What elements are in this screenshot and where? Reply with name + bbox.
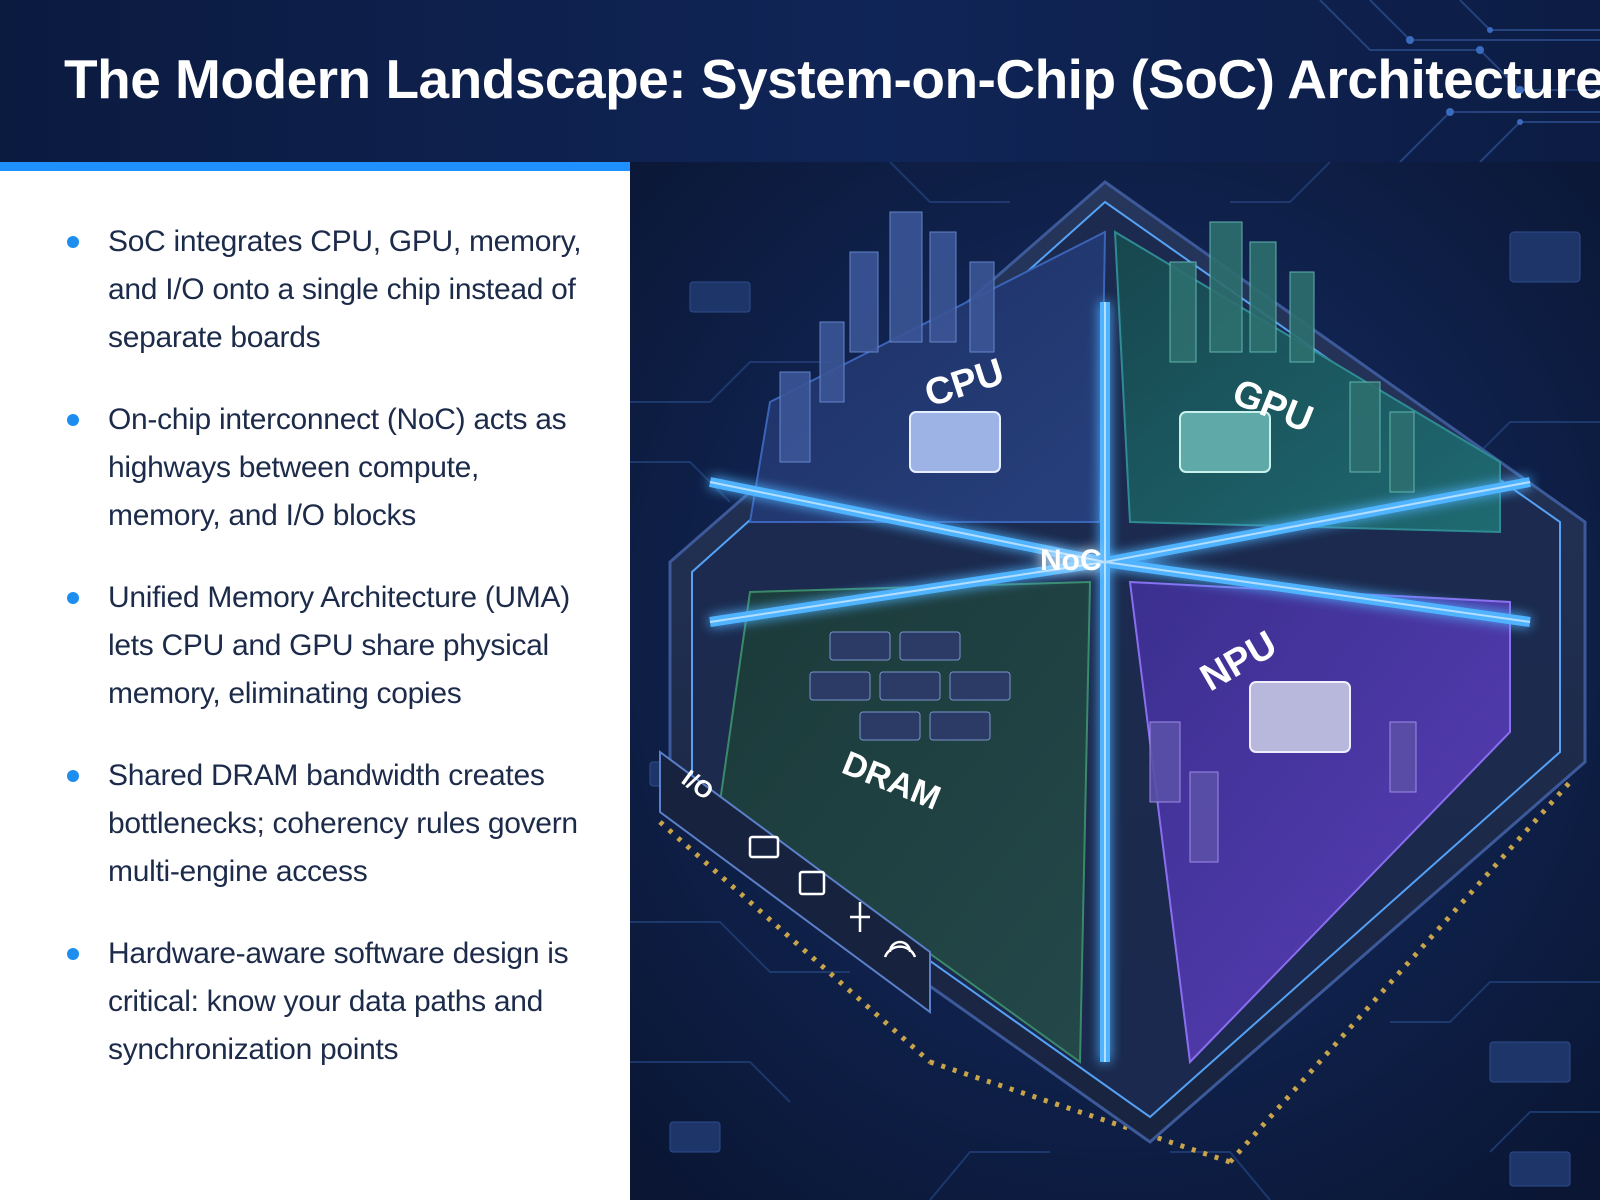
bullet-text: Unified Memory Architecture (UMA) lets C… [108, 581, 570, 710]
page-title: The Modern Landscape: System-on-Chip (So… [64, 48, 1600, 110]
bullet-item: Unified Memory Architecture (UMA) lets C… [0, 574, 630, 718]
header-bar: The Modern Landscape: System-on-Chip (So… [0, 0, 1600, 162]
dram-modules [809, 631, 1011, 741]
text-panel: SoC integrates CPU, GPU, memory, and I/O… [0, 171, 630, 1200]
monitor-icon [748, 835, 780, 859]
cpu-buildings [779, 211, 995, 463]
bullet-dot-icon [67, 770, 79, 782]
bullet-text: SoC integrates CPU, GPU, memory, and I/O… [108, 225, 582, 354]
bullet-item: On-chip interconnect (NoC) acts as highw… [0, 396, 630, 540]
npu-core-die [1249, 681, 1351, 753]
soc-chip-illustration: CPU GPU NoC DRAM NPU I/O [630, 162, 1600, 1200]
io-panel [659, 750, 931, 1014]
gpu-core-die [1179, 411, 1271, 473]
bullet-item: Shared DRAM bandwidth creates bottleneck… [0, 752, 630, 896]
accent-line [0, 162, 630, 171]
bullet-item: Hardware-aware software design is critic… [0, 930, 630, 1074]
bullet-list: SoC integrates CPU, GPU, memory, and I/O… [0, 218, 630, 1108]
ethernet-icon [798, 870, 826, 896]
wireless-icon [883, 940, 917, 958]
soc-illustration: CPU GPU NoC DRAM NPU I/O [630, 162, 1600, 1200]
bullet-item: SoC integrates CPU, GPU, memory, and I/O… [0, 218, 630, 362]
bullet-text: On-chip interconnect (NoC) acts as highw… [108, 403, 567, 532]
circuit-decoration-icon [1319, 0, 1600, 162]
npu-buildings [1149, 721, 1417, 863]
usb-icon [850, 902, 870, 932]
gpu-buildings [1169, 221, 1415, 493]
cpu-core-die [909, 411, 1001, 473]
bullet-text: Shared DRAM bandwidth creates bottleneck… [108, 759, 578, 888]
bullet-dot-icon [67, 948, 79, 960]
bullet-dot-icon [67, 592, 79, 604]
bullet-dot-icon [67, 414, 79, 426]
bullet-dot-icon [67, 236, 79, 248]
bullet-text: Hardware-aware software design is critic… [108, 937, 569, 1066]
noc-label: NoC [1040, 544, 1102, 577]
npu-region [1128, 580, 1511, 1065]
chip-pins [658, 780, 1572, 1165]
